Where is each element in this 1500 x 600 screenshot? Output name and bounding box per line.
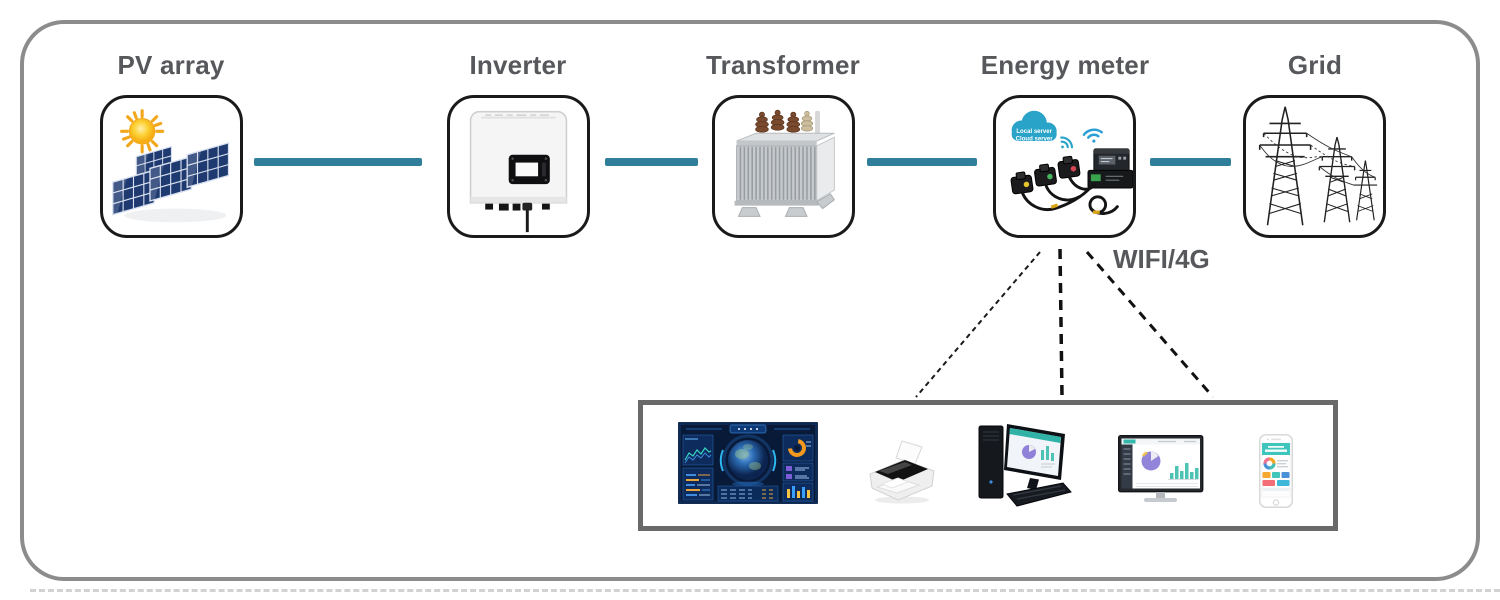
- svg-text:Local server: Local server: [1016, 129, 1052, 135]
- monitor-dashboard-icon: [1118, 435, 1204, 502]
- tower-medium: [1318, 136, 1356, 223]
- computer-tower: [978, 425, 1004, 499]
- tower-large: [1258, 106, 1312, 226]
- connector-energy-meter-grid: [1150, 158, 1231, 166]
- node-box-transformer: [712, 95, 855, 238]
- transmission-towers-icon: [1258, 106, 1378, 226]
- bottom-dashed-line: [30, 589, 1500, 592]
- node-box-pv-array: [100, 95, 243, 238]
- wifi-4g-label: WIFI/4G: [1113, 244, 1210, 274]
- dashboard-screen-icon: [678, 422, 818, 504]
- donut-chart: [1263, 457, 1276, 470]
- wifi-signal-icon: [1060, 136, 1074, 149]
- inverter-connectors: [485, 202, 550, 211]
- meter-unit: [1087, 148, 1133, 189]
- bushings: [755, 109, 820, 140]
- connector-inverter-transformer: [605, 158, 698, 166]
- ct-clamps: [1010, 155, 1081, 195]
- node-label-transformer: Transformer: [706, 50, 860, 80]
- node-box-energy-meter: Local server Cloud server: [993, 95, 1136, 238]
- home-button: [1272, 499, 1280, 506]
- printer-icon: [869, 440, 935, 504]
- wifi-signal-icon: [1082, 128, 1103, 143]
- node-label-energy-meter: Energy meter: [980, 50, 1150, 80]
- connector-transformer-energy-meter: [867, 158, 977, 166]
- sun-icon: [120, 109, 165, 154]
- node-box-inverter: [447, 95, 590, 238]
- tower-small: [1353, 160, 1378, 221]
- connector-pv-inverter: [254, 158, 422, 166]
- inverter-unit-icon: [469, 110, 568, 233]
- node-label-inverter: Inverter: [469, 50, 567, 80]
- transformer-icon: [734, 109, 836, 217]
- energy-meter-ct-clamps-icon: Local server Cloud server: [1010, 110, 1133, 215]
- svg-text:Cloud server: Cloud server: [1016, 137, 1054, 143]
- desktop-computer-icon: [978, 424, 1072, 507]
- meter-cables: [1020, 175, 1119, 215]
- power-lines: [1259, 132, 1376, 186]
- smartphone-app-icon: [1259, 434, 1293, 508]
- inverter-display: [508, 154, 550, 185]
- transformer-feet: [737, 193, 836, 217]
- solar-array-sun-icon: [112, 109, 230, 223]
- node-label-pv-array: PV array: [117, 50, 225, 80]
- ground-shadow: [124, 208, 227, 223]
- monitor-stand: [1156, 492, 1165, 498]
- cloud-server-icon: Local server Cloud server: [1011, 110, 1057, 143]
- node-label-grid: Grid: [1287, 50, 1343, 80]
- solar-panels: [112, 142, 230, 216]
- node-box-grid: [1243, 95, 1386, 238]
